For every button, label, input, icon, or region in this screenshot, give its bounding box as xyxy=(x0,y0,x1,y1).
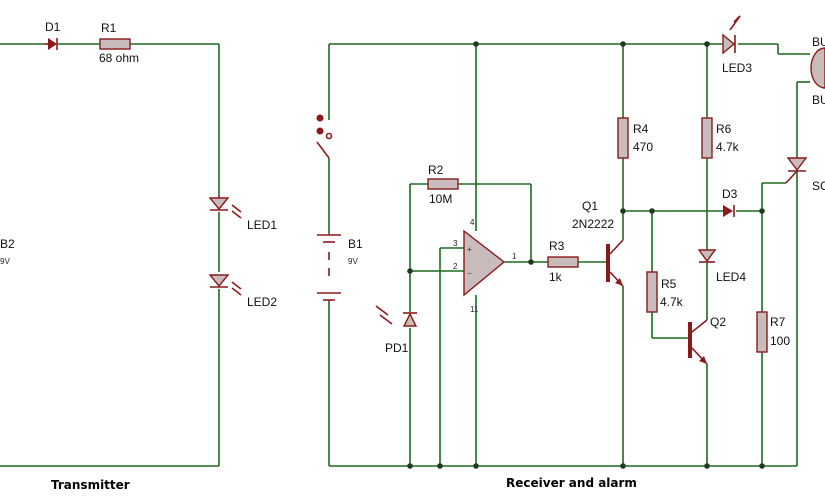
scr-thyristor xyxy=(785,157,808,184)
led4 xyxy=(697,249,717,263)
r4-name-label: R4 xyxy=(633,122,649,136)
diode-d1 xyxy=(44,38,58,50)
switch xyxy=(316,114,333,159)
photodiode-pd1 xyxy=(375,305,418,327)
q1-name-label: Q1 xyxy=(582,199,598,213)
pd1-label: PD1 xyxy=(385,341,409,355)
opamp-pin2: 2 xyxy=(453,262,458,271)
buzzer-top-label: BU xyxy=(812,35,825,49)
led1-label: LED1 xyxy=(247,218,277,232)
r4-value-label: 470 xyxy=(633,140,653,154)
transmitter-circuit: D1 R1 68 ohm LED1 LED2 B2 9V xyxy=(0,20,277,467)
op-amp: + − xyxy=(463,229,506,297)
r5-value-label: 4.7k xyxy=(660,295,684,309)
led3 xyxy=(722,15,741,55)
r2-name-label: R2 xyxy=(428,163,444,177)
r7-name-label: R7 xyxy=(770,315,786,329)
led4-label: LED4 xyxy=(716,270,746,284)
battery-b1 xyxy=(317,234,341,301)
r3-value-label: 1k xyxy=(549,270,563,284)
buzzer xyxy=(810,47,825,89)
scr-label: SC xyxy=(812,179,825,193)
transistor-q1 xyxy=(606,239,624,287)
b1-value-label: 9V xyxy=(348,257,358,266)
q2-name-label: Q2 xyxy=(710,315,726,329)
r6-name-label: R6 xyxy=(716,122,732,136)
resistor-r1 xyxy=(99,38,131,50)
r2-value-label: 10M xyxy=(429,192,452,206)
svg-text:+: + xyxy=(467,245,472,254)
opamp-pin4: 4 xyxy=(470,218,475,227)
q1-value-label: 2N2222 xyxy=(572,217,614,231)
transmitter-caption: Transmitter xyxy=(51,478,130,492)
r1-name-label: R1 xyxy=(101,21,117,35)
opamp-pin1: 1 xyxy=(512,252,517,261)
d3-label: D3 xyxy=(722,187,738,201)
resistor-r5 xyxy=(646,271,658,313)
r1-value-label: 68 ohm xyxy=(99,51,139,65)
led1 xyxy=(208,195,242,219)
led3-label: LED3 xyxy=(722,61,752,75)
svg-text:−: − xyxy=(467,269,472,278)
buzzer-bottom-label: BU xyxy=(812,93,825,107)
r3-name-label: R3 xyxy=(549,239,565,253)
receiver-caption: Receiver and alarm xyxy=(506,476,637,490)
diode-d3 xyxy=(723,205,735,217)
b2-value-label: 9V xyxy=(0,257,10,266)
b1-name-label: B1 xyxy=(348,237,363,251)
resistor-r3 xyxy=(547,256,579,268)
resistor-r4 xyxy=(617,117,629,159)
led2 xyxy=(208,274,242,296)
receiver-circuit: B1 9V R2 10M PD1 + − 4 3 2 xyxy=(316,15,825,469)
opamp-pin11: 11 xyxy=(470,305,479,314)
opamp-pin3: 3 xyxy=(453,239,458,248)
r6-value-label: 4.7k xyxy=(716,140,740,154)
r5-name-label: R5 xyxy=(661,277,677,291)
b2-name-label: B2 xyxy=(0,237,15,251)
resistor-r2 xyxy=(427,178,459,190)
r7-value-label: 100 xyxy=(770,334,790,348)
led2-label: LED2 xyxy=(247,295,277,309)
resistor-r7 xyxy=(756,311,768,353)
d1-label: D1 xyxy=(45,20,61,34)
resistor-r6 xyxy=(701,117,713,159)
junction-nodes xyxy=(407,41,765,469)
transistor-q2 xyxy=(688,319,708,365)
